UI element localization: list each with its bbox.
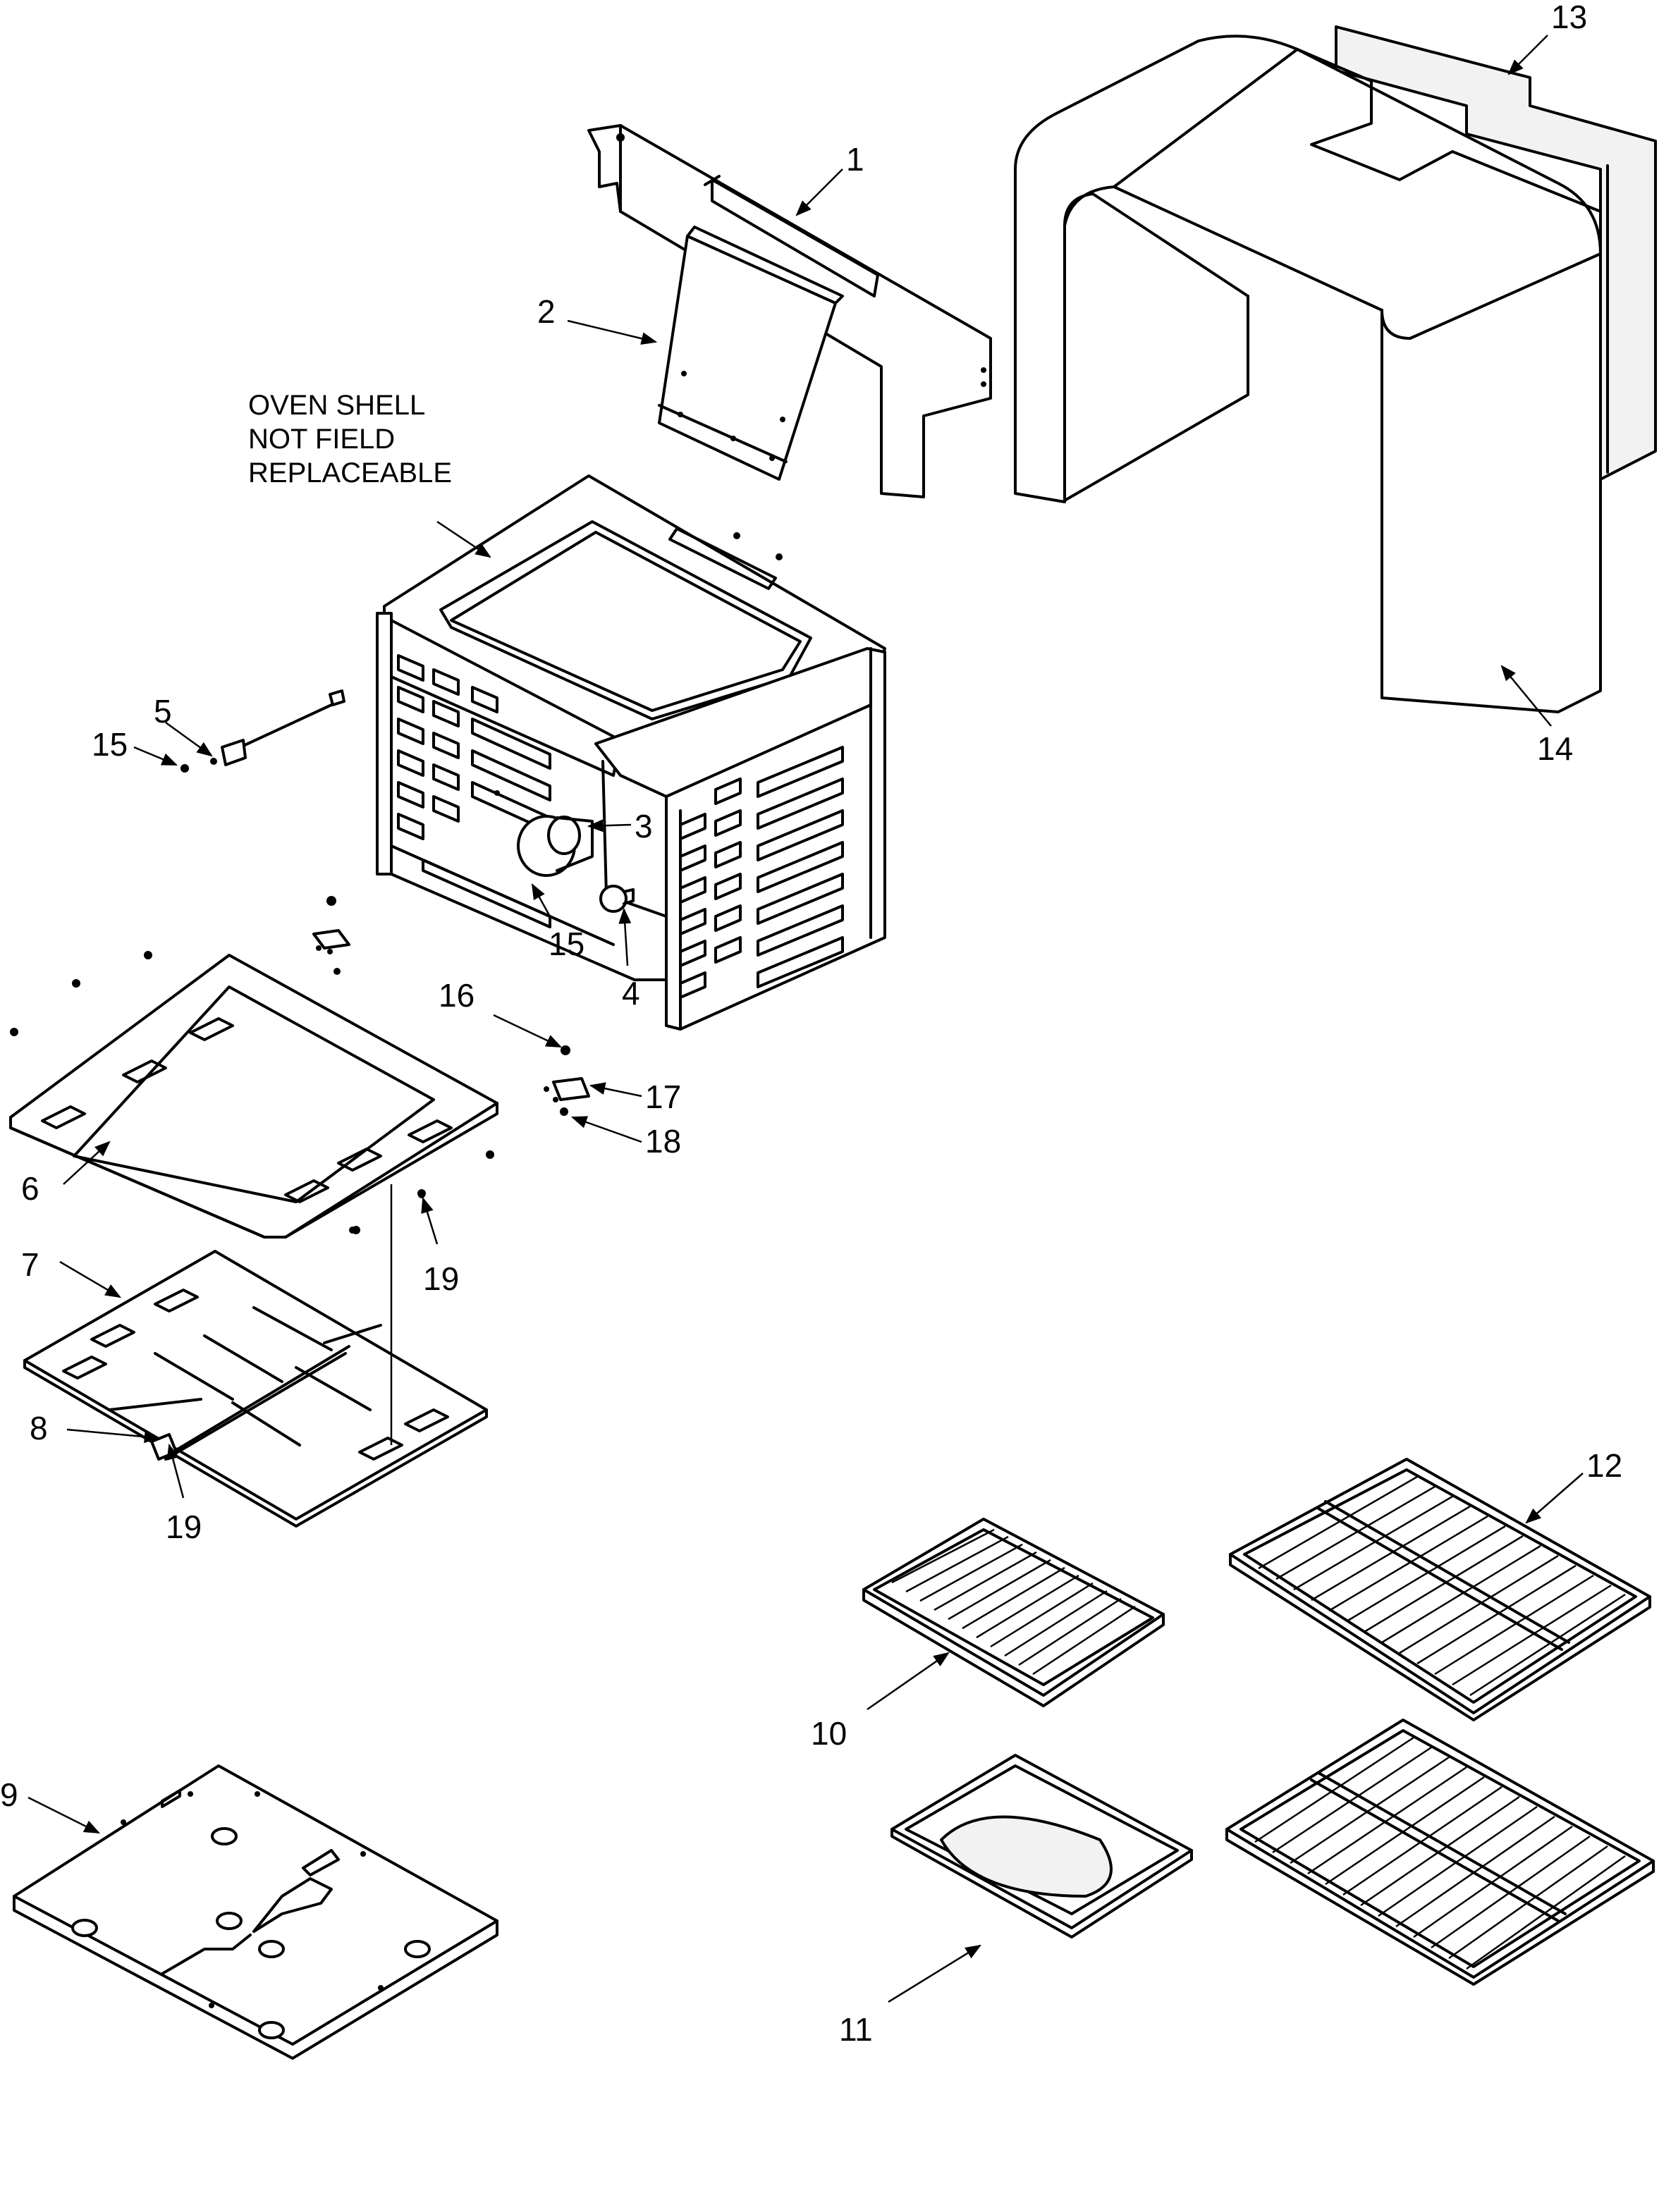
callout-14: 14	[1537, 730, 1573, 767]
callout-16: 16	[439, 977, 475, 1014]
broil-pan-grid-part	[862, 1518, 1165, 1707]
callout-labels: 1 2 3 4 5 6 7 8 9 10 11 12 13 14 15 15 1…	[0, 0, 1622, 2048]
callout-11: 11	[839, 2011, 873, 2048]
convection-fan-part	[517, 815, 594, 877]
callout-10: 10	[811, 1715, 847, 1752]
temperature-sensor-part	[180, 689, 345, 773]
note-line-3: REPLACEABLE	[248, 457, 452, 489]
callout-12: 12	[1586, 1447, 1622, 1484]
oven-shell	[376, 474, 886, 1031]
bake-element-part	[108, 1306, 382, 1461]
callout-3: 3	[635, 808, 653, 844]
callout-15-shell: 15	[549, 926, 584, 962]
callout-1: 1	[846, 141, 864, 178]
callout-9: 9	[0, 1776, 18, 1813]
oven-rack-lower-part	[1225, 1719, 1655, 1986]
hinge-bracket-part	[544, 1045, 590, 1116]
callout-4: 4	[622, 975, 640, 1012]
callout-17: 17	[645, 1079, 681, 1115]
broil-pan-part	[890, 1754, 1193, 1938]
callout-5: 5	[154, 693, 172, 730]
note-line-1: OVEN SHELL	[248, 390, 425, 421]
oven-bottom-panel-part	[9, 951, 498, 1239]
callout-7: 7	[21, 1246, 39, 1283]
callout-8: 8	[30, 1410, 48, 1446]
oven-light-part	[599, 885, 635, 913]
callout-6: 6	[21, 1170, 39, 1207]
note-line-2: NOT FIELD	[248, 424, 395, 455]
oven-shell-note: OVEN SHELL NOT FIELD REPLACEABLE	[248, 390, 452, 489]
leader-lines	[27, 35, 1584, 2003]
callout-2: 2	[537, 293, 556, 330]
oven-rack-upper-part	[1229, 1458, 1651, 1721]
callout-19-upper: 19	[423, 1260, 459, 1297]
baffle-part	[658, 226, 844, 481]
insulation-wrap-part	[1014, 25, 1657, 713]
lower-panel-part	[23, 1191, 488, 1528]
hinge-bracket-left	[312, 896, 350, 975]
callout-19-lower: 19	[166, 1509, 202, 1545]
callout-18: 18	[645, 1123, 681, 1160]
callout-15-left: 15	[92, 726, 128, 763]
base-tray-part	[13, 1764, 498, 2060]
callout-13: 13	[1551, 0, 1587, 35]
